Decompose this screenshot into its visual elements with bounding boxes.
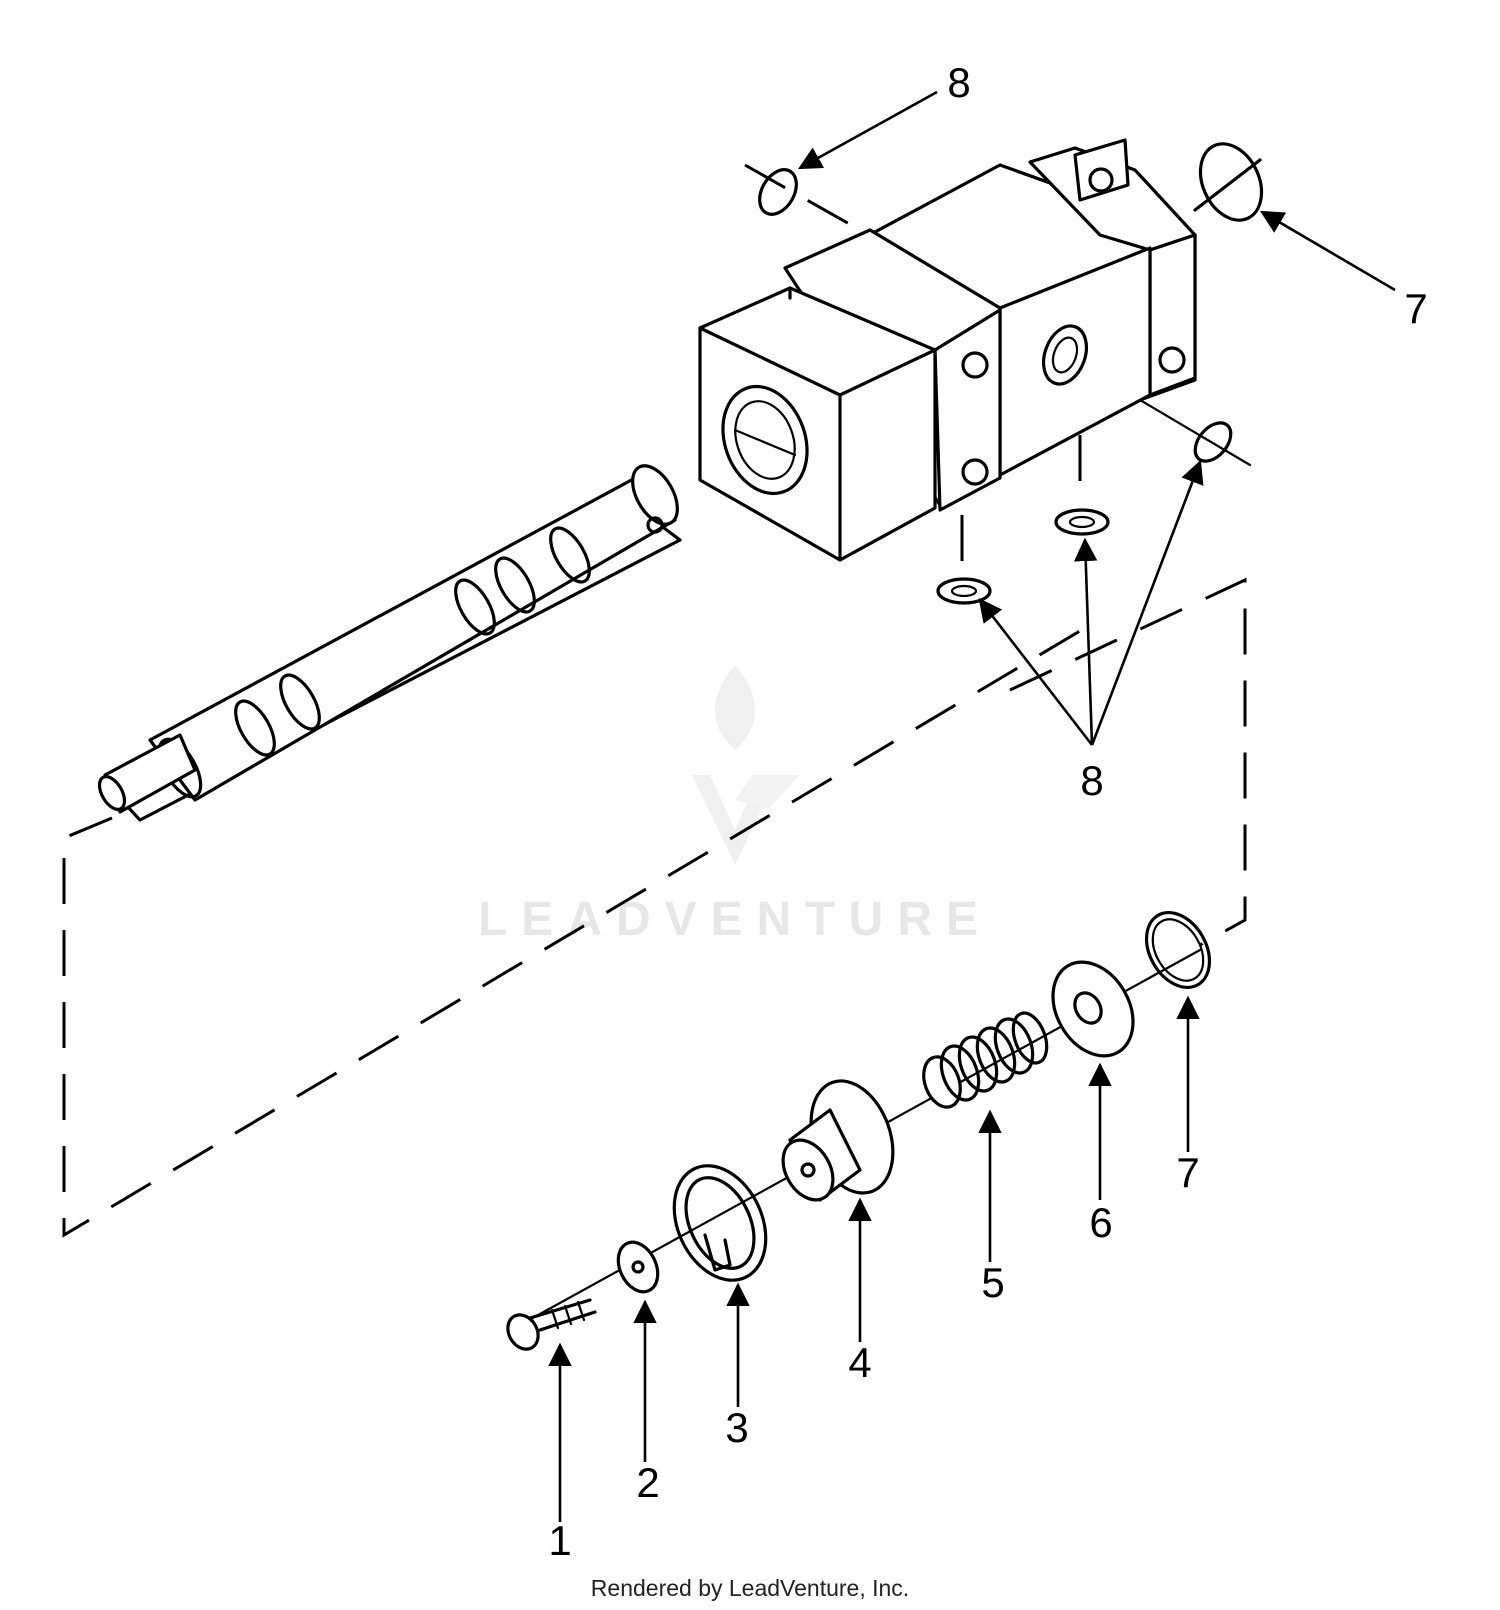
callout-2: 2 (636, 1459, 659, 1506)
spring-part (922, 1011, 1049, 1109)
disc-part (1051, 960, 1135, 1058)
callout-7-bottom: 7 (1176, 1149, 1199, 1196)
valve-body (698, 138, 1197, 562)
render-credit: Rendered by LeadVenture, Inc. (590, 1575, 910, 1601)
snap-ring-part (672, 1164, 768, 1282)
body-o-rings (758, 142, 1264, 605)
screw-part (506, 1298, 597, 1351)
washer-part (616, 1240, 660, 1294)
valve-cap-part (781, 1079, 895, 1202)
watermark-text: LEADVENTURE (478, 893, 992, 946)
callout-7-top: 7 (1404, 285, 1427, 332)
callout-5: 5 (981, 1259, 1004, 1306)
leadventure-watermark-logo (692, 665, 800, 865)
callout-3: 3 (725, 1404, 748, 1451)
callout-8-group: 8 (1080, 757, 1103, 804)
valve-spool (97, 464, 682, 822)
assembly-dashed-lines (62, 163, 1247, 1238)
callout-leaders (548, 90, 1396, 1522)
callout-6: 6 (1089, 1199, 1112, 1246)
callout-4: 4 (848, 1339, 871, 1386)
o-ring-part (1144, 911, 1212, 989)
callout-8-top: 8 (947, 59, 970, 106)
exploded-parts (506, 911, 1212, 1351)
callout-1: 1 (548, 1517, 571, 1564)
